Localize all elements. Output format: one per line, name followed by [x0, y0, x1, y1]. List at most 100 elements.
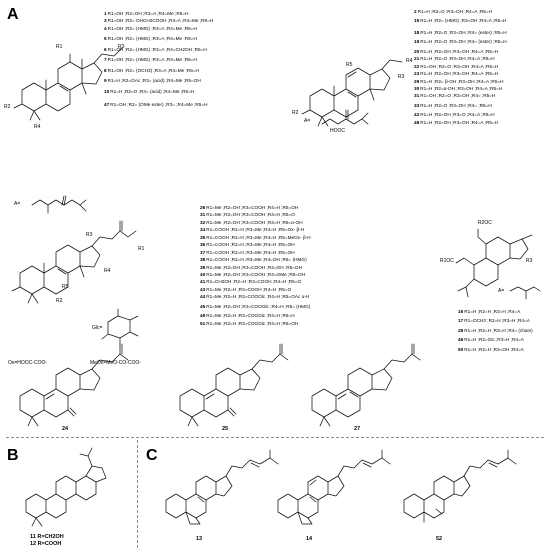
structure-13 [165, 449, 279, 525]
list-item: 18R1=H ;R2=O ;R3=OH ;R4= (ester) ;R5=H [414, 29, 507, 35]
list-item: 1R1=OH ;R2=OH ;R3=A ;R4=Me ;R5=H [104, 11, 189, 16]
list-item: 2R1=H ;R2=O ;R3=OH ;R4=A ;R5=H [414, 9, 492, 14]
list-item: 16R1=H ;R2=H ;R3=H ;R4=A [458, 309, 521, 314]
list-item: 31R1=OH ;R2=O ;R3=OH ;R4= ;R5=H [414, 93, 496, 99]
structure-lanostane-1 [13, 47, 123, 121]
list-item: 26R1=Me ;R2=OH ;R3=COOH ;R4=H ;R5=OH [200, 205, 299, 210]
list-item: 31R1=Me ;R2=OH ;R3=COOH ;R4=H ;R5=O [200, 212, 295, 218]
list-item: 38R1=COOH ;R2=H ;R3=Me ;R4=OH ;R5= (HMG) [200, 257, 307, 263]
substituent-list-2: 2R1=H ;R2=O ;R3=OH ;R4=A ;R5=H 15R1=H ;R… [414, 8, 507, 126]
list-item: 4R1=OH ;R2= (HMG) ;R3=A ;R4=Me ;R5=H [104, 25, 197, 31]
label-ox: Ox=HOOC-COO- [8, 360, 48, 366]
label-r2-s1: R2 [4, 104, 11, 110]
list-item: 22R1=OH ;R2=O ;R3=OH ;R4=A ;R5=H [414, 63, 499, 69]
label-r1oc: R1OC [440, 258, 454, 264]
list-item: 6R1=OH ;R2= (HMG) ;R3=A ;R4=CH2OH ;R5=H [104, 46, 207, 52]
list-item: 29R1=H ;R2= β-OH ;R3=OH ;R4=A ;R5=H [414, 78, 504, 84]
substituent-list-4: 16R1=H ;R2=H ;R3=H ;R4=A 17R1=OCH3 ;R2=H… [458, 308, 533, 353]
list-item: 9R1=H ;R2=OAc ;R3= (acid) ;R4=Me ;R5=OH [104, 78, 201, 84]
list-item: 44R1=Me ;R2=H ;R3=COOGlc ;R4=H ;R5=OAc α… [200, 294, 310, 300]
structure-lanostane-2 [301, 59, 403, 127]
label-r4-s3: R4 [104, 268, 111, 274]
label-r2-s3: R2 [56, 298, 63, 304]
list-item: 49R1=Me ;R2=H ;R3=COOGlc ;R4=H ;R5=H [200, 313, 295, 319]
label-r2-s2: R2 [292, 110, 299, 116]
list-item: 42R1=H ;R2=OH ;R3=O ;R4=A ;R5=H [414, 112, 495, 118]
label-r5-s2: R5 [346, 62, 353, 68]
label-r3-s3: R3 [86, 232, 93, 238]
structure-lupane-b [25, 447, 107, 527]
label-r3-s4: R3 [526, 258, 533, 264]
compound-label-27: 27 [354, 426, 361, 432]
panel-letter-b: B [7, 447, 19, 464]
compound-label-25: 25 [222, 426, 229, 432]
structure-lanostane-3 [11, 220, 137, 304]
divider-vertical [137, 440, 138, 548]
structure-24 [19, 343, 129, 427]
list-item: 35R1=COOH ;R2=H ;R3=Me ;R4=H ;R5=MeOx- β… [200, 234, 311, 240]
list-item: 46R1=H ;R2=Glc ;R3=H ;R4=A [458, 337, 524, 343]
side-chain-a-1 [31, 195, 87, 214]
list-item: 51R1=Me ;R2=H ;R3=COOGlc ;R4=H ;R5=OH [200, 320, 299, 326]
side-chain-a-2 [321, 109, 369, 125]
structure-14 [277, 449, 391, 525]
substituent-list-3: 26R1=Me ;R2=OH ;R3=COOH ;R4=H ;R5=OH 31R… [200, 204, 311, 327]
compound-label-11: 11 R=CH2OH [30, 534, 64, 540]
list-item: 10R1=H ;R2=O ;R3= (acid) ;R4=Me ;R5=H [104, 88, 195, 94]
divider-horizontal [6, 437, 544, 438]
side-chain-a-4 [509, 286, 541, 300]
list-item: 41R1=CH2OH ;R2=H ;R3=COOH ;R4=H ;R5=O [200, 279, 302, 285]
label-r2oc: R2OC [478, 220, 492, 226]
list-item: 45R1=Me ;R2=OH ;R3=COOGlc ;R4=H ;R5= (HM… [200, 303, 311, 309]
list-item: 3R1=OH ;R2= OHCH2COOH ;R3=A ;R4=Me ;R5=H [104, 18, 214, 24]
list-item: 34R1=COOH ;R2=H ;R3=Me ;R4=H ;R5=Ox- β-H [200, 227, 305, 233]
list-item: 23R1=H ;R2=OH ;R3=OH ;R4=A ;R5=H [414, 71, 498, 77]
label-r5-s3: R5 [62, 284, 69, 290]
label-r4-s2: R4 [406, 58, 413, 64]
structure-25 [179, 343, 289, 427]
list-item: 33R1=H ;R2=O ;R3=OH ;R4= ;R5=H [414, 102, 492, 108]
structure-52 [403, 449, 517, 523]
substituent-list-1: 1R1=OH ;R2=OH ;R3=A ;R4=Me ;R5=H 3R1=OH … [104, 10, 213, 108]
list-item: 20R1=H ;R2=OH ;R3=OH ;R4=A ;R5=H [414, 48, 498, 54]
list-item: 48R1=H ;R2=OH ;R3=OH ;R4=A ;R5=H [414, 119, 498, 125]
list-item: 32R1=Me ;R2=OH ;R3=COOH ;R4=H ;R5=α-OH [200, 219, 303, 225]
list-item: 30R1=H ;R2=α-OH ;R3=OH ;R4=A ;R5=H [414, 85, 503, 91]
label-a-eq-3: A= [498, 288, 505, 294]
compound-label-12: 12 R=COOH [30, 541, 62, 547]
list-item: 39R1=Me ;R2=OH ;R3=COOH ;R4=OH ;R5=OH [200, 264, 302, 270]
list-item: 15R1=H ;R2= (HMG) ;R3=OH ;R4=A ;R5=H [414, 18, 507, 24]
compound-label-14: 14 [306, 536, 313, 542]
label-a-eq-2: A= [304, 118, 311, 124]
list-item: 50R1=H ;R2=H ;R3=OH ;R4=A [458, 346, 524, 352]
list-item: 19R1=H ;R2=O ;R3=OH ;R4= (ester) ;R5=H [414, 39, 507, 45]
list-item: 43R1=Me ;R2=H ;R3=COOH ;R4=H ;R5=O [200, 286, 292, 292]
list-item: 21R1=H ;R2=O ;R3=OH ;R4=A ;R5=H [414, 56, 495, 62]
list-item: 17R1=OCH3 ;R2=H ;R3=H ;R4=A [458, 318, 530, 324]
list-item: 28R1=H ;R2=H ;R3=H ;R4= (chain) [458, 327, 533, 333]
compound-label-13: 13 [196, 536, 203, 542]
compound-label-24: 24 [62, 426, 69, 432]
label-r3-s2: R3 [398, 74, 405, 80]
structure-27 [311, 343, 421, 427]
structure-seco-4 [455, 228, 533, 298]
list-item: 7R1=OH ;R2= (HMG) ;R3=A ;R4=Me ;R5=H [104, 57, 197, 63]
label-meox: MeOx=MeO-CO-COO- [90, 360, 141, 366]
list-item: 5R1=OH ;R2= (HMG) ;R3=A ;R4=Me ;R5=H [104, 36, 197, 42]
label-glc: Glc= [92, 325, 103, 331]
panel-letter-a: A [7, 6, 19, 23]
compound-label-52: 52 [436, 536, 443, 542]
list-item: 40R1=Me ;R2=OH ;R3=COOH ;R4=OMe ;R5=OH [200, 271, 306, 277]
label-r1-s3: R1 [138, 246, 145, 252]
label-a-eq-1: A= [14, 201, 21, 207]
label-hooc-s2: HOOC [330, 128, 345, 134]
glucose-ring [101, 308, 139, 346]
label-r4-s1: R4 [34, 124, 41, 130]
label-r3-s1: R3 [118, 44, 125, 50]
list-item: 37R1=COOH ;R2=H ;R3=Me ;R4=H ;R5=OH [200, 249, 295, 255]
label-r1-s1: R1 [56, 44, 63, 50]
list-item: 36R1=COOH ;R2=H ;R3=Me ;R4=H ;R5=OH [200, 242, 295, 248]
list-item: 47R1=OH ;R2= (OMe ester) ;R3= ;R4=Me ;R5… [104, 101, 208, 107]
